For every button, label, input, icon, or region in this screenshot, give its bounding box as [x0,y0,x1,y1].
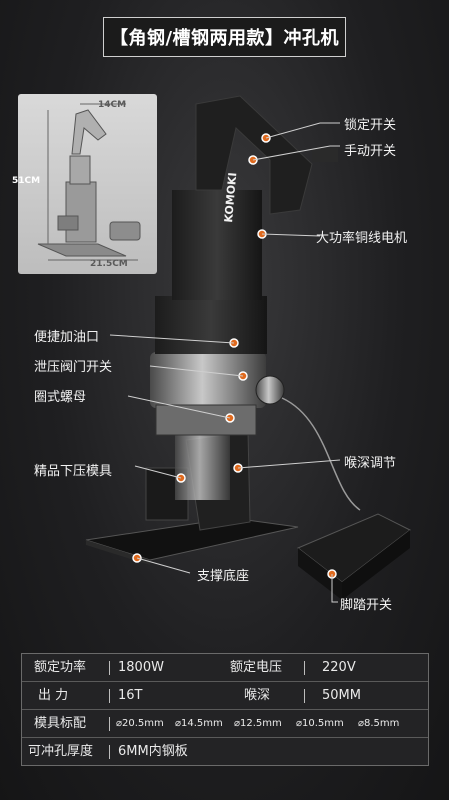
spec-die-1: ⌀14.5mm [175,718,223,729]
spec-output-label: 出 力 [38,688,69,703]
dim-depth-label: 21.5CM [90,259,128,269]
callout-die: 精品下压模具 [34,464,113,479]
dimension-machine-sketch [37,103,141,261]
machine-illustration [85,95,411,603]
spec-die-3: ⌀10.5mm [296,718,344,729]
spec-die-0: ⌀20.5mm [116,718,164,729]
spec-row-output: 出 力 16T 喉深 50MM [22,682,428,710]
title-banner: 【角钢/槽钢两用款】冲孔机 [103,17,346,57]
callout-motor: 大功率铜线电机 [316,231,408,246]
callout-foot-switch: 脚踏开关 [340,598,393,613]
callout-relief-valve: 泄压阀门开关 [34,360,113,375]
page-title: 【角钢/槽钢两用款】冲孔机 [109,28,340,49]
spec-rated-power-value: 1800W [118,660,164,675]
callout-lock-switch: 锁定开关 [344,118,397,133]
spec-rated-voltage-label: 额定电压 [230,660,283,675]
spec-throat-label: 喉深 [244,688,271,703]
callout-base: 支撑底座 [197,569,250,584]
spec-row-dies: 模具标配 ⌀20.5mm ⌀14.5mm ⌀12.5mm ⌀10.5mm ⌀8.… [22,710,428,738]
spec-row-power: 额定功率 1800W 额定电压 220V [22,654,428,682]
callout-manual-switch: 手动开关 [344,144,397,159]
spec-row-thickness: 可冲孔厚度 6MM内钢板 [22,738,428,766]
dim-height-label: 51CM [12,176,41,186]
spec-table: 额定功率 1800W 额定电压 220V 出 力 16T 喉深 50MM 模具标… [21,653,429,766]
callout-oil-port: 便捷加油口 [34,330,100,345]
spec-output-value: 16T [118,688,143,703]
callout-throat-adjust: 喉深调节 [344,456,397,471]
spec-die-2: ⌀12.5mm [234,718,282,729]
spec-throat-value: 50MM [322,688,361,703]
dimension-diagram: 14CM 51CM 21.5CM [12,94,157,274]
spec-dies-label: 模具标配 [34,716,87,731]
spec-die-4: ⌀8.5mm [358,718,400,729]
spec-rated-voltage-value: 220V [322,660,356,675]
dim-width-label: 14CM [98,100,127,110]
spec-thickness-value: 6MM内钢板 [118,744,188,759]
spec-rated-power-label: 额定功率 [34,660,87,675]
callout-ring-nut: 圈式螺母 [34,390,87,405]
spec-thickness-label: 可冲孔厚度 [28,744,94,759]
